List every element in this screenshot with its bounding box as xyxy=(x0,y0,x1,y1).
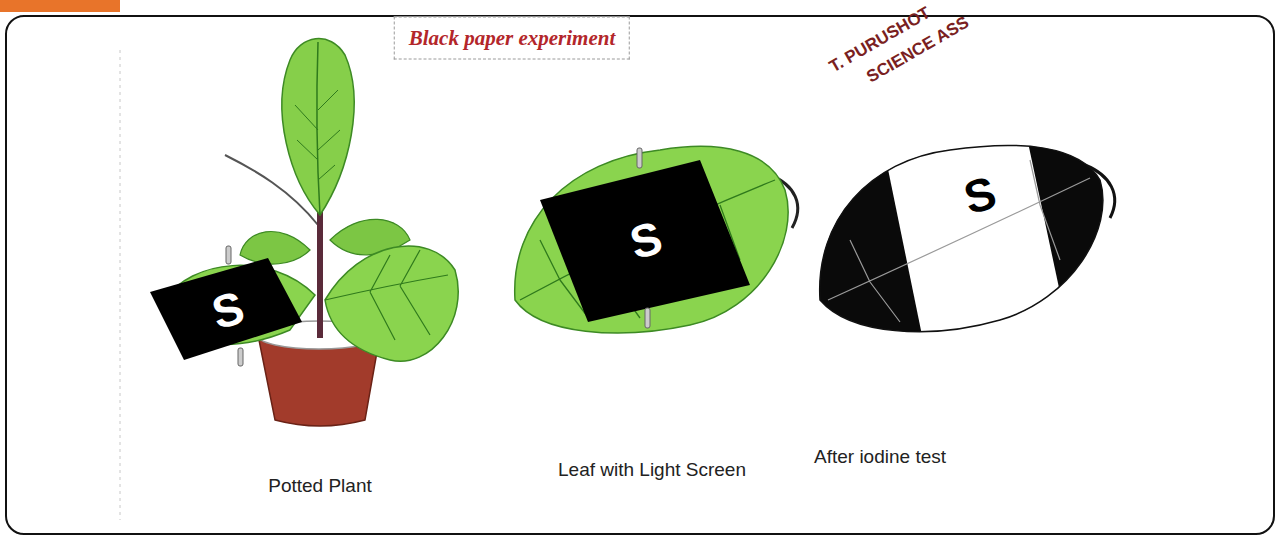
figure-caption: After iodine test xyxy=(814,446,946,468)
header-tab xyxy=(0,0,120,12)
figure-caption: Leaf with Light Screen xyxy=(558,459,746,481)
diagram-title: Black paper experiment xyxy=(394,17,630,60)
potted-plant xyxy=(150,39,458,426)
iodine-leaf xyxy=(820,105,1115,350)
panel-border xyxy=(6,16,1274,534)
guide-line xyxy=(120,50,121,520)
screened-leaf xyxy=(515,146,798,333)
figure-caption: Potted Plant xyxy=(268,475,372,497)
